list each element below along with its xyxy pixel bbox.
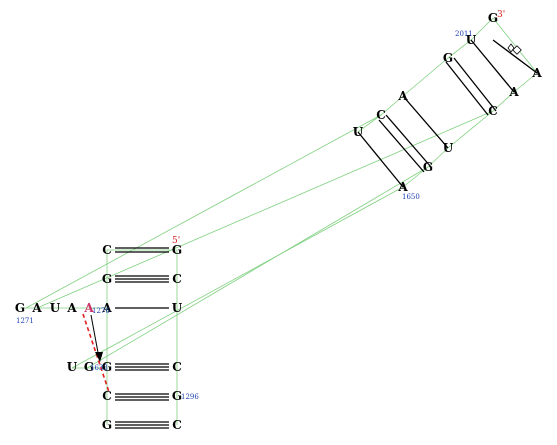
nt-upper-right-6: A [397,180,408,194]
residue-number-1296: 1296 [181,393,199,401]
single-strand: G A U A A U G [15,301,94,374]
residue-number-1633: 1633 [90,364,108,372]
nt-upper-right-4: U [443,141,454,155]
interaction-arrow [90,314,103,362]
residue-number-2011: 2011 [455,30,473,38]
nt-upper-right-5: G [423,160,433,174]
base-pair-lines [115,39,538,429]
nt-upper-left-5: C [376,108,386,122]
three-prime-label: 3' [497,10,505,20]
nt-ss-2: A [31,301,42,315]
nt-upper-right-3: C [488,104,498,118]
nt-lower-left-1: C [102,243,112,257]
nt-upper-left-6: U [353,125,364,139]
residue-number-1276: 1276 [92,307,110,315]
nt-upper-right-1: A [531,66,542,80]
nt-lower-right-6: C [172,418,182,432]
nt-loose-u: U [67,360,78,374]
five-prime-label: 5' [172,236,180,246]
nt-lower-left-2: G [102,272,112,286]
nt-ss-5-highlighted: A [83,301,94,315]
nt-lower-right-3: U [172,301,183,315]
nt-lower-left-5: C [102,389,112,403]
nt-upper-left-2: U [466,33,477,47]
nt-ss-1: G [15,301,25,315]
nt-lower-left-4: G [102,360,112,374]
residue-number-1650: 1650 [402,193,420,201]
nt-lower-right-4: C [172,360,182,374]
nt-lower-right-5: G [172,389,182,403]
nt-loose-g: G [84,360,94,374]
nt-upper-left-3: G [443,51,453,65]
nt-lower-left-3: A [101,301,112,315]
noncanonical-pair-symbol [507,43,522,55]
residue-numbers: 2011 1650 1271 1276 1633 1296 [16,30,473,401]
lower-helix: C G A G C G G C U C G C [101,243,182,432]
nt-ss-3: U [50,301,61,315]
nt-lower-right-2: C [172,272,182,286]
nt-lower-right-1: G [172,243,182,257]
nt-upper-right-2: A [508,85,519,99]
upper-helix: G U G A C U A A C U G A [353,11,543,194]
nt-lower-left-6: G [102,418,112,432]
nt-upper-left-1: G [488,11,498,25]
residue-number-1271: 1271 [16,317,34,325]
nt-ss-4: A [66,301,77,315]
nt-upper-left-4: A [397,89,408,103]
